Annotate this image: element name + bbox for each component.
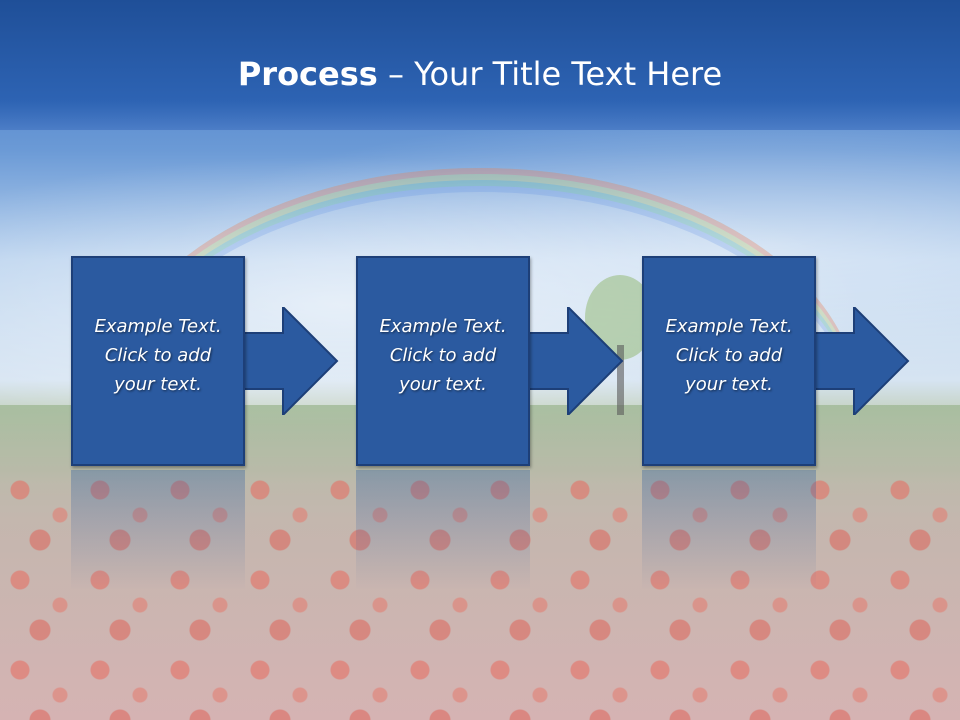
step-1-reflection <box>71 470 245 590</box>
process-step-2[interactable]: Example Text. Click to add your text. <box>356 256 530 466</box>
arrow-right-icon <box>814 307 910 415</box>
slide-title[interactable]: Process – Your Title Text Here <box>0 52 960 96</box>
title-bar <box>0 0 960 130</box>
step-3-reflection <box>642 470 816 590</box>
step-3-text[interactable]: Example Text. Click to add your text. <box>665 316 793 395</box>
title-bold: Process <box>237 55 378 93</box>
step-2-text[interactable]: Example Text. Click to add your text. <box>379 316 507 395</box>
arrow-right-icon <box>243 307 339 415</box>
tree-trunk <box>617 345 624 415</box>
step-1-text[interactable]: Example Text. Click to add your text. <box>94 316 222 395</box>
arrow-right-icon <box>528 307 624 415</box>
process-step-3[interactable]: Example Text. Click to add your text. <box>642 256 816 466</box>
step-2-reflection <box>356 470 530 590</box>
process-step-1[interactable]: Example Text. Click to add your text. <box>71 256 245 466</box>
poppy-field <box>0 470 960 720</box>
title-rest: – Your Title Text Here <box>377 55 723 93</box>
